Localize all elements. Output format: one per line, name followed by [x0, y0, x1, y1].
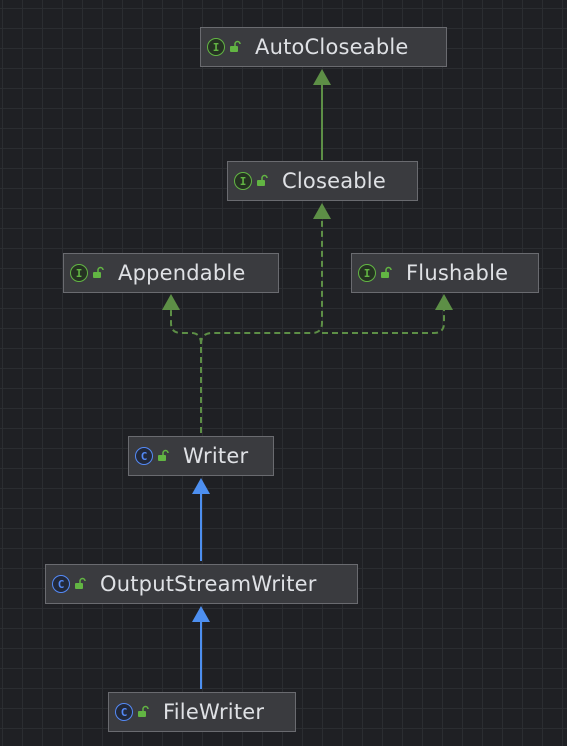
edge-writer-to-appendable [170, 309, 202, 345]
public-lock-icon [257, 174, 268, 186]
node-label: Appendable [118, 261, 246, 285]
edge-closeable-to-autocloseable [313, 69, 331, 160]
arrowhead-icon [435, 294, 453, 310]
node-label: Writer [183, 444, 249, 468]
edge-writer-implements [162, 203, 453, 433]
edge-writer-to-closeable [200, 218, 323, 345]
arrowhead-icon [192, 478, 210, 494]
node-appendable[interactable]: I Appendable [63, 253, 279, 293]
class-icon: C [135, 447, 153, 465]
node-outputstreamwriter[interactable]: C OutputStreamWriter [45, 564, 358, 604]
node-autocloseable[interactable]: I AutoCloseable [200, 27, 447, 67]
public-lock-icon [93, 266, 104, 278]
node-writer[interactable]: C Writer [128, 436, 274, 476]
public-lock-icon [381, 266, 392, 278]
node-filewriter[interactable]: C FileWriter [108, 692, 296, 732]
arrowhead-icon [162, 294, 180, 310]
node-closeable[interactable]: I Closeable [227, 161, 418, 201]
edge-writer-to-flushable [322, 309, 445, 334]
node-label: AutoCloseable [255, 35, 409, 59]
node-label: Flushable [406, 261, 509, 285]
interface-icon: I [234, 172, 252, 190]
edge-filewriter-to-outputstreamwriter [192, 606, 210, 689]
node-label: Closeable [282, 169, 386, 193]
arrowhead-icon [313, 203, 331, 219]
public-lock-icon [230, 40, 241, 52]
interface-icon: I [207, 38, 225, 56]
interface-icon: I [358, 264, 376, 282]
public-lock-icon [158, 449, 169, 461]
node-label: OutputStreamWriter [100, 572, 317, 596]
edge-outputstreamwriter-to-writer [192, 478, 210, 561]
public-lock-icon [138, 705, 149, 717]
class-icon: C [115, 703, 133, 721]
node-flushable[interactable]: I Flushable [351, 253, 539, 293]
class-icon: C [52, 575, 70, 593]
arrowhead-icon [313, 69, 331, 85]
arrowhead-icon [192, 606, 210, 622]
node-label: FileWriter [163, 700, 265, 724]
public-lock-icon [75, 577, 86, 589]
interface-icon: I [70, 264, 88, 282]
